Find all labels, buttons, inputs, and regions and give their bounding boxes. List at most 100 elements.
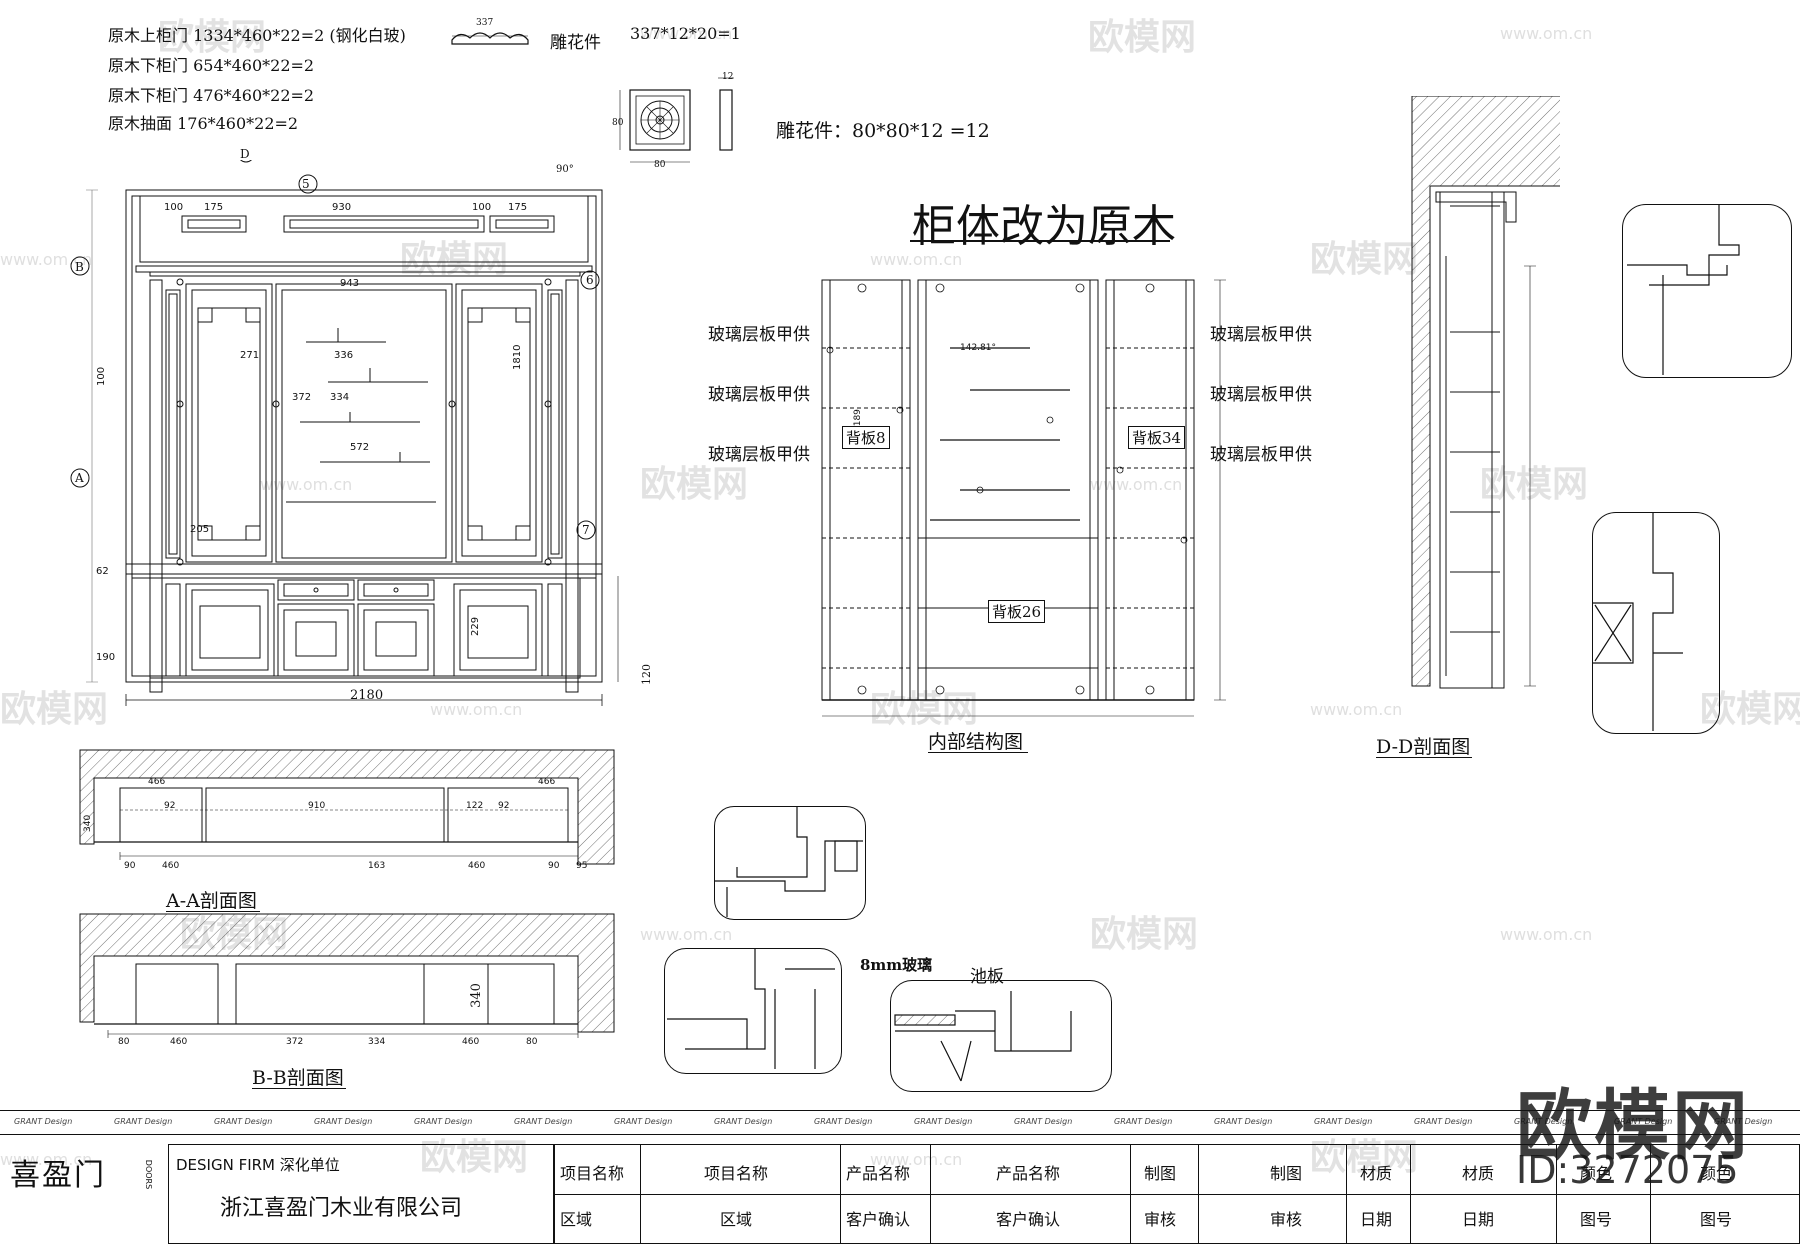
svg-text:163: 163 [368,861,385,871]
glass-shelf-label: 玻璃层板甲供 [708,325,810,345]
dd-section-drawing [1411,96,1560,689]
svg-text:100: 100 [472,202,491,213]
marker-a: A [75,471,84,485]
pool-board-label: 池板 [970,967,1004,987]
svg-text:62: 62 [96,566,109,577]
svg-text:460: 460 [468,861,485,871]
svg-text:122: 122 [466,801,483,811]
elevation-angle: 90° [556,164,574,175]
company-logo: 喜盈门 [10,1158,106,1193]
grant-label: GRANT Design [414,1117,473,1126]
grant-label: GRANT Design [714,1117,773,1126]
tb-project-label: 项目名称 [560,1164,625,1183]
back-panel-label: 背板26 [988,600,1046,623]
svg-text:334: 334 [368,1037,385,1047]
detail-bubble [890,980,1112,1092]
svg-text:466: 466 [538,777,555,787]
glass-8mm-label: 8mm玻璃 [860,956,933,974]
grant-label: GRANT Design [514,1117,573,1126]
aa-section-title: A-A剖面图 [166,890,257,912]
carving-spec: 337*12*20=1 [630,24,741,43]
watermark-id: ID:3272075 [1516,1148,1739,1192]
tb-client-label: 客户确认 [846,1210,911,1229]
frame-line [0,1110,1800,1111]
company-logo-side: DOORS [144,1159,154,1190]
material-line: 原木上柜门 1334*460*22=2 (钢化白玻) [108,26,406,45]
material-line: 原木抽面 176*460*22=2 [108,114,299,133]
svg-text:910: 910 [308,801,325,811]
marker-5: 5 [302,177,310,191]
detail-bubble [664,948,842,1074]
detail-bubble [1592,512,1720,734]
rosette-h: 80 [612,118,624,128]
company-name: 浙江喜盈门木业有限公司 [220,1196,463,1221]
tb-color-label: 颜色 [1580,1164,1613,1183]
svg-text:271: 271 [240,350,259,361]
title-grid-line [1410,1144,1411,1244]
grant-label: GRANT Design [1714,1117,1773,1126]
dd-title-underline [1376,757,1472,758]
tb-area-value: 区域 [720,1210,753,1229]
tb-review-value: 审核 [1270,1210,1303,1229]
grant-label: GRANT Design [1214,1117,1273,1126]
material-line: 原木下柜门 654*460*22=2 [108,56,315,75]
svg-text:460: 460 [162,861,179,871]
dd-section-title: D-D剖面图 [1376,736,1471,758]
grant-label: GRANT Design [1514,1117,1573,1126]
glass-shelf-label: 玻璃层板甲供 [1210,385,1312,405]
title-grid-line [1650,1144,1651,1244]
svg-text:92: 92 [164,801,175,811]
title-grid-line [1346,1144,1347,1244]
internal-title: 内部结构图 [928,731,1024,753]
rosette-spec: 雕花件：80*80*12 =12 [776,120,990,142]
svg-text:460: 460 [462,1037,479,1047]
tb-drawn-value: 制图 [1270,1164,1303,1183]
grant-label: GRANT Design [1114,1117,1173,1126]
svg-text:334: 334 [330,392,349,403]
svg-text:336: 336 [334,350,353,361]
glass-shelf-label: 玻璃层板甲供 [1210,445,1312,465]
title-underline [910,240,1170,242]
aa-title-underline [166,911,260,912]
tb-material-label: 材质 [1360,1164,1393,1183]
title-grid-line [1198,1144,1199,1244]
svg-text:100: 100 [96,367,107,386]
svg-text:80: 80 [118,1037,130,1047]
svg-text:460: 460 [170,1037,187,1047]
bb-section-title: B-B剖面图 [252,1067,344,1089]
svg-text:943: 943 [340,278,359,289]
grant-label: GRANT Design [214,1117,273,1126]
marker-6: 6 [586,273,594,287]
svg-text:190: 190 [96,652,115,663]
tb-drawing-no-label: 图号 [1580,1210,1613,1229]
svg-text:2189: 2189 [853,409,863,432]
rosette-carving-icon [619,77,734,163]
svg-text:80: 80 [526,1037,538,1047]
grant-label: GRANT Design [314,1117,373,1126]
marker-7: 7 [582,523,590,537]
svg-text:175: 175 [508,202,527,213]
title-grid-line [640,1144,641,1244]
glass-shelf-label: 玻璃层板甲供 [708,385,810,405]
grant-label: GRANT Design [14,1117,73,1126]
tb-project-value: 项目名称 [704,1164,769,1183]
material-line: 原木下柜门 476*460*22=2 [108,86,315,105]
grant-label: GRANT Design [814,1117,873,1126]
watermark-logo: 欧模网 [1090,914,1199,955]
svg-text:95: 95 [576,861,587,871]
tb-date-label: 日期 [1360,1210,1393,1229]
carving-dim: 337 [476,18,494,28]
svg-text:229: 229 [470,617,481,636]
grant-label: GRANT Design [614,1117,673,1126]
detail-bubble [714,806,866,920]
title-grid-line [554,1194,1800,1195]
svg-text:90: 90 [548,861,560,871]
tb-date-value: 日期 [1462,1210,1495,1229]
internal-title-underline [928,752,1028,753]
glass-shelf-label: 玻璃层板甲供 [1210,325,1312,345]
detail-bubble [1622,204,1792,378]
grant-label: GRANT Design [1414,1117,1473,1126]
rosette-w: 80 [654,160,666,170]
